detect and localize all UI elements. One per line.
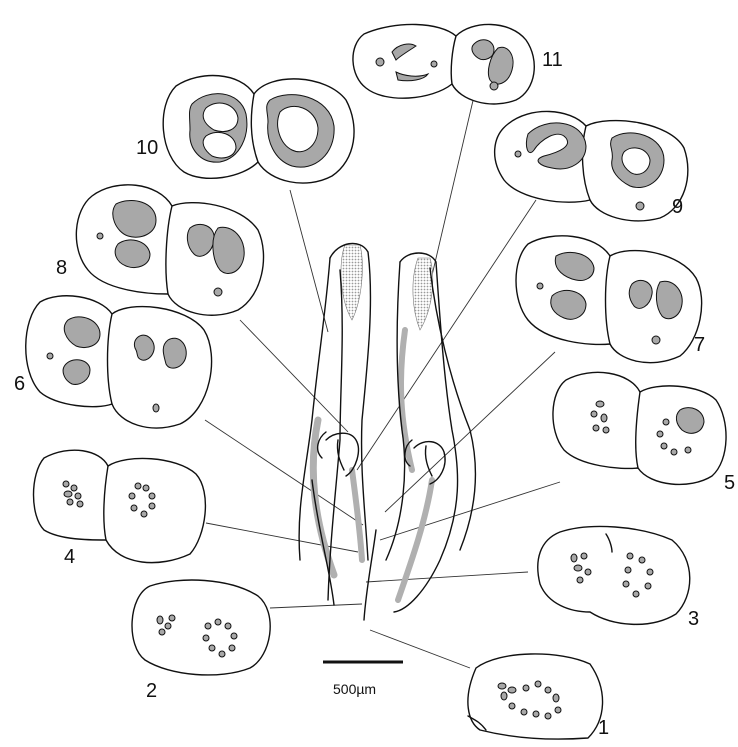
section-10: 10 <box>136 76 354 184</box>
section-label-8: 8 <box>56 257 67 279</box>
section-label-4: 4 <box>64 546 75 568</box>
section-label-7: 7 <box>694 334 705 356</box>
leader-line-9 <box>357 200 536 470</box>
leader-line-6 <box>205 420 363 525</box>
section-11: 11 <box>353 24 563 104</box>
section-4-outline <box>34 450 206 562</box>
leader-line-3 <box>366 572 528 582</box>
organ-stem-right <box>364 530 376 620</box>
central-organ <box>299 243 475 620</box>
leader-line-10 <box>290 190 328 332</box>
organ-outer-right <box>430 268 475 550</box>
section-label-2: 2 <box>146 680 157 702</box>
inner-strand-center <box>352 470 362 560</box>
section-label-11: 11 <box>542 49 563 71</box>
scale-bar-label: 500µm <box>333 681 376 697</box>
section-2-outline <box>132 580 270 675</box>
stippled-tip-left <box>341 245 362 320</box>
section-label-1: 1 <box>598 717 609 739</box>
section-6: 6 <box>14 296 212 428</box>
section-label-5: 5 <box>724 472 735 494</box>
leader-line-8 <box>240 320 348 432</box>
section-3-outline <box>538 526 690 624</box>
section-label-3: 3 <box>688 608 699 630</box>
section-label-9: 9 <box>672 196 683 218</box>
leader-line-2 <box>270 604 362 608</box>
section-3: 3 <box>538 526 699 630</box>
section-7: 7 <box>516 236 705 363</box>
leader-line-4 <box>206 523 358 552</box>
section-label-10: 10 <box>136 137 158 159</box>
section-9: 9 <box>495 111 688 220</box>
section-4: 4 <box>34 450 206 568</box>
section-5: 5 <box>553 372 735 494</box>
section-label-6: 6 <box>14 373 25 395</box>
section-2: 2 <box>132 580 270 702</box>
section-1-outline <box>468 654 603 739</box>
section-8: 8 <box>56 185 264 315</box>
scale-bar: 500µm <box>323 662 403 697</box>
section-1: 1 <box>468 654 609 739</box>
